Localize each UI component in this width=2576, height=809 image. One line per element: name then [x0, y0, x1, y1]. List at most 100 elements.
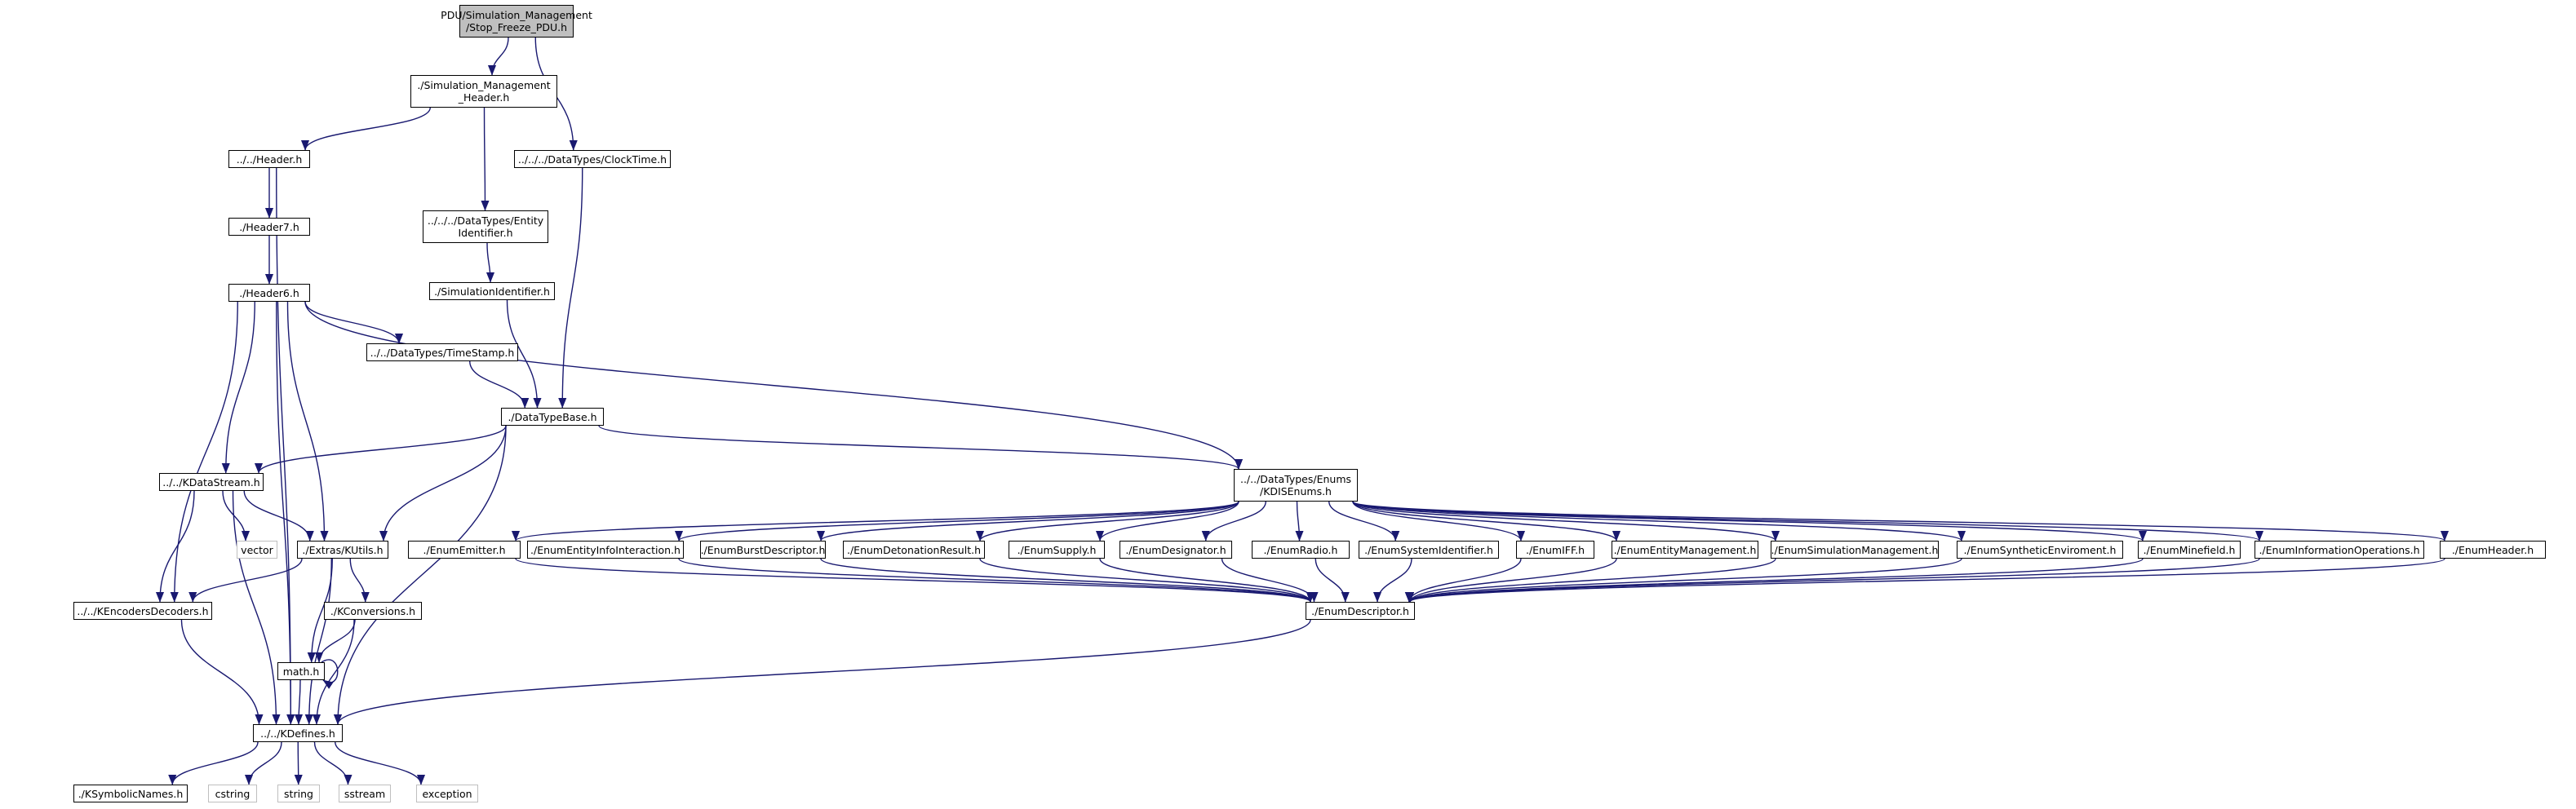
node-simhdr[interactable]: ./Simulation_Management _Header.h [410, 75, 557, 108]
edge-kdatastream-to-kencoders [155, 490, 195, 603]
edge-enumburst-to-enumdescriptor [820, 558, 1315, 603]
edge-enumdesignator-to-enumdescriptor [1221, 558, 1319, 603]
node-enumdescriptor[interactable]: ./EnumDescriptor.h [1306, 602, 1415, 620]
edge-clocktime-to-datatypebase [558, 167, 583, 409]
node-enumheader[interactable]: ./EnumHeader.h [2440, 541, 2546, 559]
edge-kdisenums-to-enumsynth [1352, 501, 1966, 542]
edge-enumsimmgmt-to-enumdescriptor [1406, 558, 1776, 603]
node-enuminfoops[interactable]: ./EnumInformationOperations.h [2255, 541, 2424, 559]
edge-simid-to-datatypebase [506, 299, 542, 409]
node-enumburst[interactable]: ./EnumBurstDescriptor.h [700, 541, 826, 559]
node-enumentitymgmt[interactable]: ./EnumEntityManagement.h [1612, 541, 1758, 559]
node-enumminefield[interactable]: ./EnumMinefield.h [2138, 541, 2241, 559]
edge-datatypebase-to-kutils [379, 425, 507, 542]
edge-root-to-simhdr [487, 37, 509, 76]
edge-kdisenums-to-enumentityinfo [675, 501, 1239, 542]
node-header7[interactable]: ./Header7.h [228, 218, 310, 236]
edge-enumsynth-to-enumdescriptor [1406, 558, 1962, 603]
node-kdatastream[interactable]: ../../KDataStream.h [159, 473, 264, 491]
node-exception: exception [416, 785, 478, 802]
edge-datatypebase-to-kdefines [333, 425, 507, 725]
edge-kdisenums-to-enumsimmgmt [1352, 501, 1780, 542]
node-enumsupply[interactable]: ./EnumSupply.h [1009, 541, 1105, 559]
edge-kdefines-to-exception [335, 741, 425, 785]
node-kdefines[interactable]: ../../KDefines.h [253, 724, 343, 742]
edge-datatypebase-to-kdatastream [255, 425, 507, 474]
node-header6[interactable]: ./Header6.h [228, 284, 310, 302]
edge-enumminefield-to-enumdescriptor [1406, 558, 2144, 603]
edge-kdefines-to-sstream [313, 741, 352, 785]
node-ksymbolic[interactable]: ./KSymbolicNames.h [73, 785, 188, 802]
edge-kdisenums-to-enumdetonation [976, 501, 1239, 542]
edge-enumradio-to-enumdescriptor [1315, 558, 1350, 603]
edge-enumentitymgmt-to-enumdescriptor [1406, 558, 1617, 603]
node-sstream: sstream [339, 785, 391, 802]
edge-kdisenums-to-enumemitter [512, 501, 1239, 542]
edge-math-to-math [321, 659, 339, 689]
edge-header6-to-kutils [286, 301, 329, 542]
node-enumdetonation[interactable]: ./EnumDetonationResult.h [843, 541, 985, 559]
node-cstring: cstring [208, 785, 257, 802]
edge-header6-to-timestamp [304, 301, 403, 344]
node-enumsimmgmt[interactable]: ./EnumSimulationManagement.h [1771, 541, 1939, 559]
node-header[interactable]: ../../Header.h [228, 150, 310, 168]
node-kencoders[interactable]: ../../KEncodersDecoders.h [73, 602, 212, 620]
edge-enumdetonation-to-enumdescriptor [979, 558, 1315, 603]
node-kdisenums[interactable]: ../../DataTypes/Enums /KDISEnums.h [1234, 469, 1358, 502]
edge-kencoders-to-kdefines [180, 619, 264, 725]
node-string: string [277, 785, 320, 802]
edge-kdisenums-to-enumburst [817, 501, 1239, 542]
edge-enumentityinfo-to-enumdescriptor [678, 558, 1315, 603]
edge-kutils-to-kconversions [349, 558, 370, 603]
edge-enumsupply-to-enumdescriptor [1099, 558, 1315, 603]
node-entityid[interactable]: ../../../DataTypes/Entity Identifier.h [423, 210, 548, 243]
node-enumsysid[interactable]: ./EnumSystemIdentifier.h [1359, 541, 1499, 559]
node-math[interactable]: math.h [277, 662, 325, 680]
edge-kdisenums-to-enumminefield [1352, 501, 2147, 542]
edge-timestamp-to-datatypebase [469, 360, 530, 409]
edge-kconversions-to-kdefines [312, 619, 355, 725]
edge-enumheader-to-enumdescriptor [1406, 558, 2445, 603]
edge-kdisenums-to-enumsupply [1096, 501, 1239, 542]
node-enumdesignator[interactable]: ./EnumDesignator.h [1120, 541, 1232, 559]
edge-enumemitter-to-enumdescriptor [515, 558, 1315, 603]
node-enumentityinfo[interactable]: ./EnumEntityInfoInteraction.h [527, 541, 684, 559]
edge-header6-to-kdatastream [221, 301, 255, 474]
edge-header6-to-kencoders [170, 301, 238, 603]
node-enumsynth[interactable]: ./EnumSyntheticEnviroment.h [1957, 541, 2123, 559]
edge-simhdr-to-header [301, 107, 431, 151]
node-kconversions[interactable]: ./KConversions.h [324, 602, 422, 620]
edge-enuminfoops-to-enumdescriptor [1406, 558, 2260, 603]
edge-kdisenums-to-enumiff [1352, 501, 1525, 542]
edge-kdisenums-to-enumheader [1352, 501, 2449, 542]
edge-math-to-kdefines [294, 679, 304, 725]
edge-kutils-to-kencoders [188, 558, 303, 603]
edge-kdisenums-to-enumentitymgmt [1352, 501, 1621, 542]
edge-entityid-to-simid [485, 242, 495, 283]
edge-header-to-kdefines [276, 167, 295, 725]
edge-kdisenums-to-enuminfoops [1352, 501, 2263, 542]
edge-enumsysid-to-enumdescriptor [1372, 558, 1412, 603]
edge-enumdescriptor-to-kdefines [334, 619, 1311, 725]
edge-kdisenums-to-enumdesignator [1201, 501, 1266, 542]
node-timestamp[interactable]: ../../DataTypes/TimeStamp.h [366, 343, 518, 361]
node-vector: vector [237, 541, 277, 559]
node-simid[interactable]: ./SimulationIdentifier.h [429, 282, 555, 300]
edge-kdisenums-to-enumradio [1295, 501, 1304, 542]
edge-kdefines-to-cstring [244, 741, 282, 785]
edge-kdatastream-to-kutils [243, 490, 314, 542]
node-root: PDU/Simulation_Management /Stop_Freeze_P… [441, 5, 592, 38]
node-clocktime[interactable]: ../../../DataTypes/ClockTime.h [514, 150, 671, 168]
edge-header6-to-kdefines [276, 301, 295, 725]
node-datatypebase[interactable]: ./DataTypeBase.h [501, 408, 604, 426]
node-enumemitter[interactable]: ./EnumEmitter.h [408, 541, 521, 559]
node-enumradio[interactable]: ./EnumRadio.h [1252, 541, 1350, 559]
edge-header6-to-kdisenums [304, 301, 1243, 470]
edge-kdatastream-to-kdefines [232, 490, 281, 725]
node-kutils[interactable]: ./Extras/KUtils.h [297, 541, 388, 559]
node-enumiff[interactable]: ./EnumIFF.h [1516, 541, 1594, 559]
edge-enumiff-to-enumdescriptor [1404, 558, 1522, 603]
edge-kdefines-to-ksymbolic [168, 741, 259, 785]
